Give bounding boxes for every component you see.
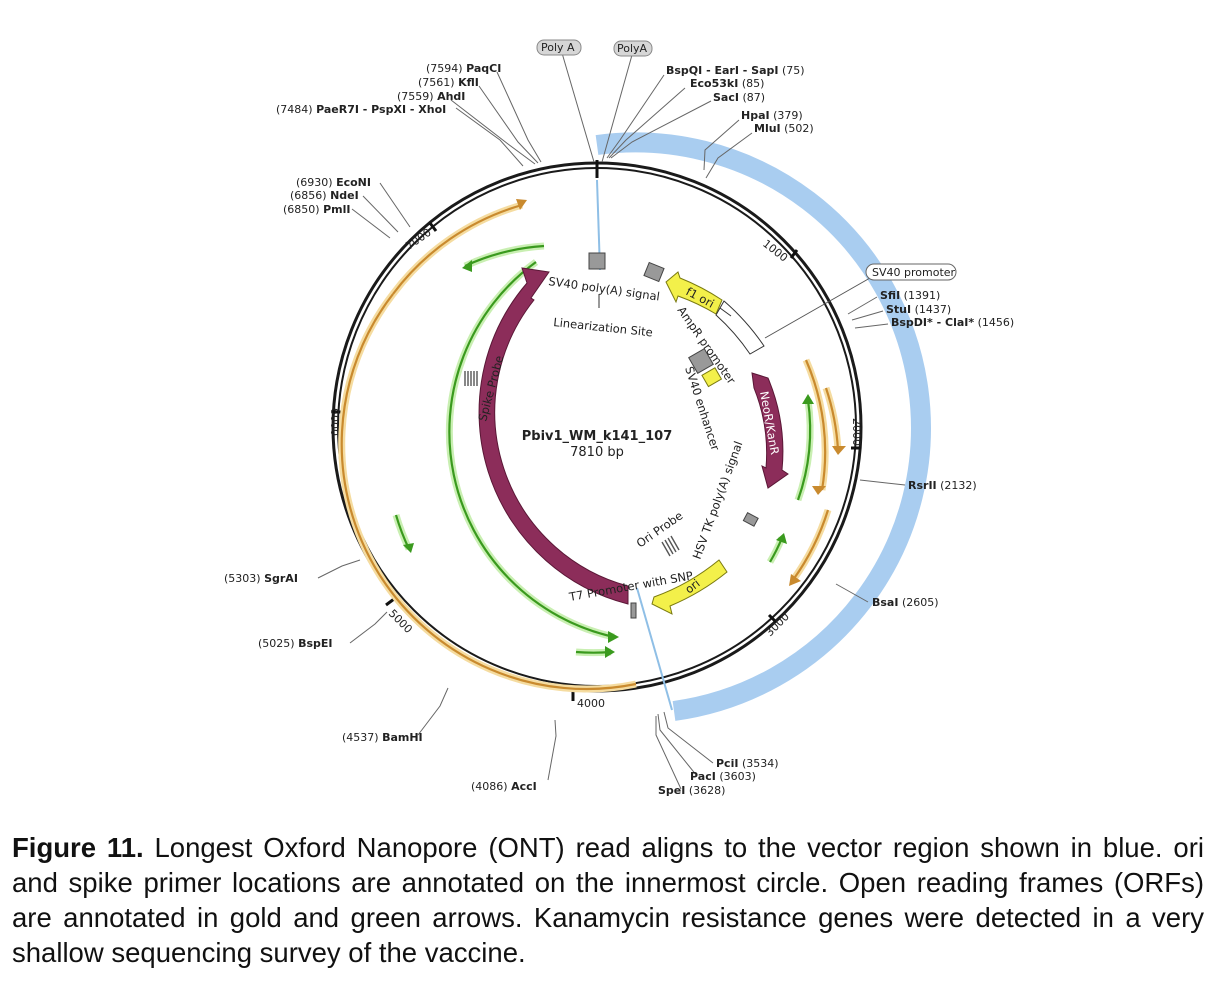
site-label-pcii: PciI (3534)	[716, 757, 779, 770]
orf-gold-arrows	[338, 201, 842, 693]
neor-kanr-arrow	[751, 372, 789, 489]
site-label-ndei: (6856) NdeI	[290, 189, 359, 202]
svg-text:4000: 4000	[577, 697, 605, 710]
orf-gold-heads	[516, 199, 846, 586]
sv40-polya-signal-box	[588, 252, 606, 270]
site-label-sfii: SfiI (1391)	[880, 289, 941, 302]
site-label-paer7i: (7484) PaeR7I - PspXI - XhoI	[276, 103, 447, 116]
sv40-enhancer-yellow-box	[701, 367, 723, 388]
site-label-ahdi: (7559) AhdI	[397, 90, 466, 103]
site-label-spei: SpeI (3628)	[658, 784, 726, 797]
site-label-hpai: HpaI (379)	[741, 109, 803, 122]
site-label-pmli: (6850) PmlI	[283, 203, 351, 216]
polya-callout-1	[536, 39, 582, 56]
site-label-bsai: BsaI (2605)	[872, 596, 939, 609]
site-label-paqci: (7594) PaqCI	[426, 62, 502, 75]
site-label-saci: SacI (87)	[713, 91, 766, 104]
ori-probe-glyph	[661, 535, 680, 557]
spike-omicron-arrow	[478, 267, 629, 605]
site-label-paci: PacI (3603)	[690, 770, 756, 783]
ori-arrow	[651, 559, 728, 615]
site-label-kfli: (7561) KflI	[418, 76, 479, 89]
sv40-promoter-callout	[865, 263, 957, 281]
sv40-promoter-callout-label: SV40 promoter	[872, 266, 956, 279]
sv40-enhancer-grey-box	[688, 348, 714, 374]
spike-probe-glyph	[464, 371, 478, 386]
figure-caption: Figure 11. Longest Oxford Nanopore (ONT)…	[12, 830, 1204, 970]
site-label-sgrai: (5303) SgrAI	[224, 572, 298, 585]
site-label-acci: (4086) AccI	[471, 780, 537, 793]
site-label-bspei: (5025) BspEI	[258, 637, 333, 650]
site-labels: (7594) PaqCI (7561) KflI (7559) AhdI (74…	[224, 62, 1015, 797]
polya-callout-1-label: Poly A	[541, 41, 575, 54]
plasmid-name: Pbiv1_WM_k141_107	[522, 429, 673, 444]
site-label-bamhi: (4537) BamHI	[342, 731, 423, 744]
svg-text:6000: 6000	[328, 408, 341, 436]
plasmid-length: 7810 bp	[570, 445, 624, 460]
svg-text:2000: 2000	[850, 418, 863, 446]
aligned-read-band	[595, 132, 932, 721]
sv40-polya-signal-box-2	[643, 261, 665, 283]
site-label-stui: StuI (1437)	[886, 303, 952, 316]
site-label-econi: (6930) EcoNI	[296, 176, 371, 189]
site-label-eco53ki: Eco53kI (85)	[690, 77, 765, 90]
f1-ori-arrow	[665, 271, 723, 315]
site-label-bspqi: BspQI - EarI - SapI (75)	[666, 64, 805, 77]
hsv-tk-polya-box	[742, 511, 759, 527]
site-label-rsrii: RsrII (2132)	[908, 479, 977, 492]
orf-green-heads	[403, 260, 814, 658]
plasmid-map: 1000 2000 3000 4000 5000 6000 7000	[317, 39, 957, 790]
site-leader-lines	[317, 71, 906, 790]
t7-promoter-box	[630, 602, 637, 619]
site-label-bspdi: BspDI* - ClaI* (1456)	[891, 316, 1015, 329]
tick-2000: 2000	[850, 418, 863, 450]
polya-callout-2-label: PolyA	[617, 42, 648, 55]
site-label-mlui: MluI (502)	[754, 122, 814, 135]
caption-text: Longest Oxford Nanopore (ONT) read align…	[12, 832, 1204, 968]
linearization-line-lower	[636, 587, 673, 711]
caption-label: Figure 11.	[12, 832, 144, 863]
polya-callout-2	[613, 40, 653, 57]
